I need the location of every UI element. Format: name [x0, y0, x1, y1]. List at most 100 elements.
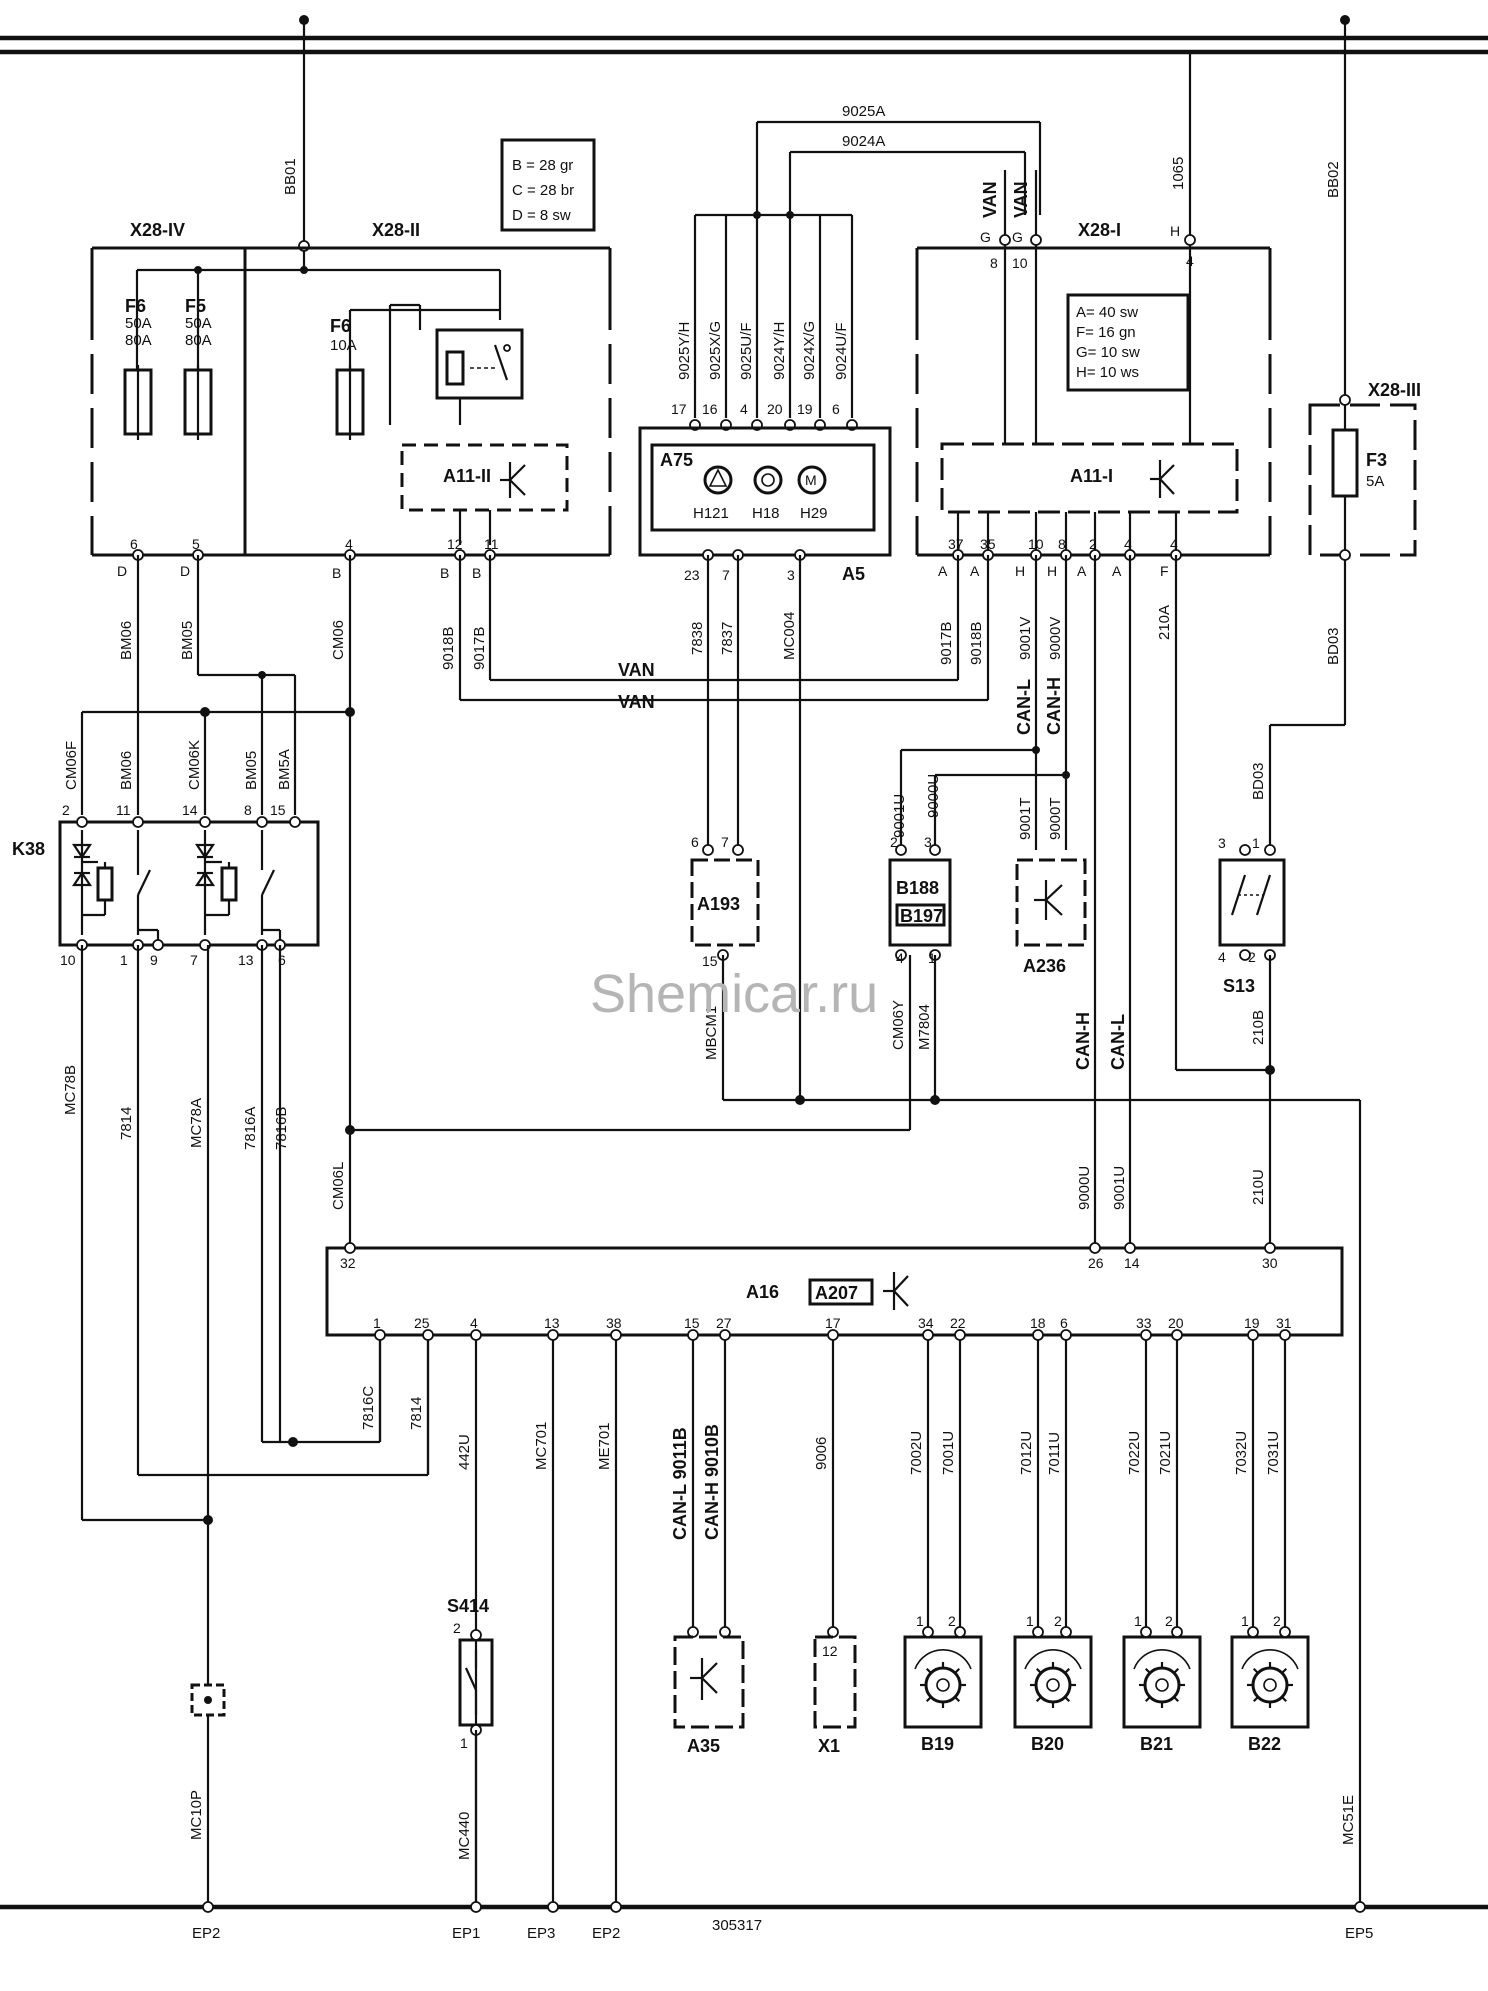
a16-pin-number: 22 [950, 1315, 966, 1331]
svg-text:15: 15 [702, 953, 718, 969]
a16-pin [374, 1329, 386, 1341]
svg-text:11: 11 [116, 802, 131, 818]
connector-x28-i: X28-I [1078, 220, 1121, 240]
switch-s13-label: S13 [1223, 976, 1255, 996]
svg-text:10: 10 [60, 952, 76, 968]
a16-pin-number: 33 [1136, 1315, 1152, 1331]
a16-pin [1032, 1329, 1044, 1341]
svg-text:M7804: M7804 [916, 1004, 933, 1050]
svg-text:BM06: BM06 [118, 621, 135, 660]
svg-text:D: D [180, 563, 190, 579]
svg-text:A: A [1077, 563, 1087, 579]
gear-icon [924, 1666, 962, 1704]
svg-text:9: 9 [150, 952, 158, 968]
relay-k38 [58, 820, 320, 947]
a16-pin [687, 1329, 699, 1341]
a16-pin-number: 1 [373, 1315, 381, 1331]
svg-text:4: 4 [1186, 253, 1194, 269]
svg-text:2: 2 [948, 1613, 956, 1629]
connector-x28-iii: X28-III [1368, 380, 1421, 400]
svg-text:D: D [117, 563, 127, 579]
a16-wire-label: MC701 [533, 1422, 550, 1470]
svg-text:10: 10 [1028, 536, 1044, 552]
module-a35-label: A35 [687, 1736, 720, 1756]
module-a75 [650, 443, 876, 532]
svg-text:H: H [1015, 563, 1025, 579]
svg-text:MC78A: MC78A [188, 1098, 205, 1148]
a16-wire-label: 7032U [1233, 1431, 1250, 1475]
fuse-f6-label: F6 [125, 296, 146, 316]
svg-text:B197: B197 [900, 906, 943, 926]
a16-wire-label: 7002U [908, 1431, 925, 1475]
svg-text:1: 1 [1252, 835, 1260, 851]
module-a75-label: A75 [660, 450, 693, 470]
svg-text:32: 32 [340, 1255, 356, 1271]
a16-pin-number: 6 [1060, 1315, 1068, 1331]
module-a11-ii [400, 443, 569, 512]
svg-text:10: 10 [1012, 255, 1028, 271]
svg-text:9000T: 9000T [1047, 797, 1064, 840]
connector-x28-iv: X28-IV [130, 220, 185, 240]
a16-pin-number: 31 [1276, 1315, 1292, 1331]
module-a11-i [940, 442, 1239, 514]
a16-wire-label: CAN-H 9010B [702, 1424, 722, 1540]
warning-lamp-icon [703, 465, 733, 495]
svg-text:CM06F: CM06F [63, 741, 80, 790]
svg-text:9025U/F: 9025U/F [738, 322, 755, 380]
svg-text:MC51E: MC51E [1340, 1795, 1357, 1845]
speed-sensor-label: B21 [1140, 1734, 1173, 1754]
svg-text:1: 1 [916, 1613, 924, 1629]
a16-pin-number: 27 [716, 1315, 732, 1331]
color-legend-1 [500, 138, 596, 232]
svg-text:1: 1 [120, 952, 128, 968]
a16-pin [922, 1329, 934, 1341]
svg-text:14: 14 [1124, 1255, 1140, 1271]
svg-text:50A: 50A [125, 315, 152, 332]
a16-pin-number: 4 [470, 1315, 478, 1331]
svg-text:H: H [1170, 223, 1180, 239]
earth-ep5: EP5 [1345, 1925, 1373, 1942]
svg-text:G: G [980, 229, 991, 245]
a16-pin-number: 13 [544, 1315, 560, 1331]
a16-wire-label: ME701 [596, 1422, 613, 1470]
svg-text:7: 7 [721, 834, 729, 850]
earth-ep1: EP1 [452, 1925, 480, 1942]
svg-text:G= 10 sw: G= 10 sw [1076, 344, 1140, 361]
svg-text:7814: 7814 [118, 1107, 135, 1140]
a16-pin [1247, 1329, 1259, 1341]
wire-bb01: BB01 [282, 158, 299, 195]
svg-text:VAN: VAN [1011, 181, 1031, 218]
svg-text:4: 4 [896, 950, 904, 966]
svg-text:5A: 5A [1366, 473, 1384, 490]
svg-text:4: 4 [1170, 536, 1178, 552]
gear-icon [1251, 1666, 1289, 1704]
svg-text:8: 8 [244, 802, 252, 818]
svg-text:9025X/G: 9025X/G [707, 321, 724, 380]
svg-text:9024Y/H: 9024Y/H [771, 322, 788, 380]
connector-x1-label: X1 [818, 1736, 840, 1756]
svg-text:BM06: BM06 [118, 751, 135, 790]
connector-x28-ii: X28-II [372, 220, 420, 240]
a16-wire-label: 442U [456, 1434, 473, 1470]
svg-text:3: 3 [924, 834, 932, 850]
svg-text:M: M [805, 472, 817, 488]
svg-text:9000U: 9000U [1076, 1166, 1093, 1210]
a16-pin-number: 19 [1244, 1315, 1260, 1331]
svg-text:12: 12 [822, 1643, 838, 1659]
a16-pin-number: 34 [918, 1315, 934, 1331]
color-legend-2 [1066, 293, 1190, 392]
relay-k38-label: K38 [12, 839, 45, 859]
svg-text:4: 4 [1124, 536, 1132, 552]
wire-1065: 1065 [1170, 157, 1187, 190]
svg-text:7837: 7837 [719, 622, 736, 655]
svg-text:80A: 80A [185, 332, 212, 349]
a16-pin [470, 1329, 482, 1341]
svg-text:9000V: 9000V [1047, 617, 1064, 660]
module-a5-label: A5 [842, 564, 865, 584]
svg-text:1: 1 [928, 950, 936, 966]
svg-text:7816B: 7816B [273, 1107, 290, 1150]
svg-text:30: 30 [1262, 1255, 1278, 1271]
